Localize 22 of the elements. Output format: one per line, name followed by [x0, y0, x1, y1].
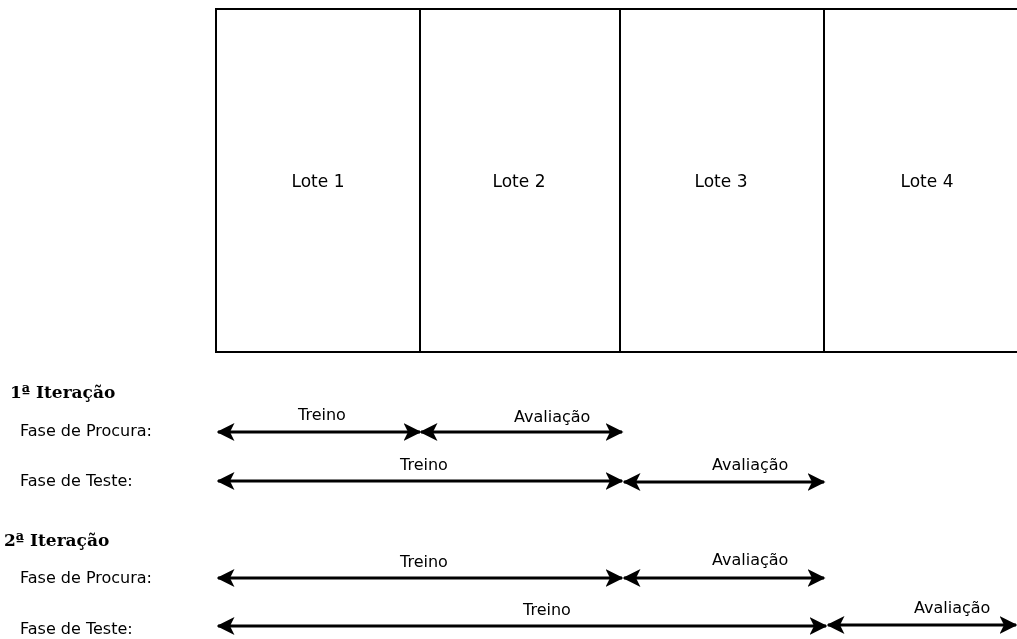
span-label: Treino — [400, 457, 448, 473]
phase-label: Fase de Procura: — [20, 423, 152, 439]
span-label: Treino — [400, 554, 448, 570]
batch-label: Lote 3 — [694, 170, 748, 191]
span-label: Treino — [298, 407, 346, 423]
span-label: Avaliação — [712, 457, 789, 473]
iteration-heading: 1ª Iteração — [10, 384, 116, 401]
batch-box — [419, 8, 621, 353]
batch-label: Lote 1 — [291, 170, 345, 191]
batch-label: Lote 4 — [900, 170, 954, 191]
iteration-heading: 2ª Iteração — [4, 532, 110, 549]
phase-label: Fase de Teste: — [20, 473, 133, 489]
span-label: Avaliação — [914, 600, 991, 616]
batch-box — [823, 8, 1017, 353]
batch-box — [215, 8, 421, 353]
batch-box — [619, 8, 825, 353]
span-label: Avaliação — [514, 409, 591, 425]
span-label: Treino — [523, 602, 571, 618]
phase-label: Fase de Teste: — [20, 621, 133, 637]
batch-label: Lote 2 — [492, 170, 546, 191]
span-label: Avaliação — [712, 552, 789, 568]
phase-label: Fase de Procura: — [20, 570, 152, 586]
